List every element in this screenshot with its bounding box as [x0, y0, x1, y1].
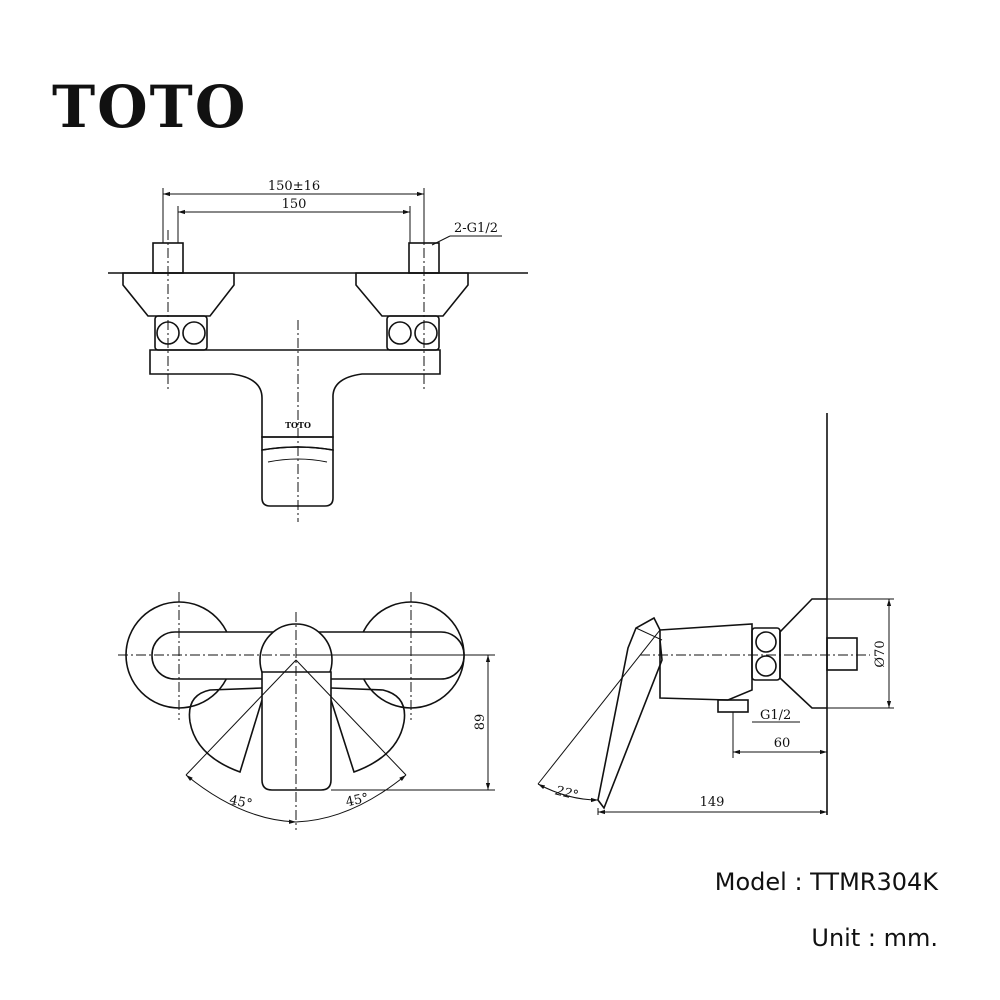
side-flange	[779, 598, 827, 709]
angle-ray-right	[295, 659, 407, 776]
angle-ray-handle	[537, 629, 661, 785]
side-body	[659, 623, 753, 701]
dimension-offset-label: 60	[774, 736, 791, 751]
side-view: 22° G1/2 60 149 Ø70	[537, 413, 894, 815]
unit-label: Unit : mm.	[811, 924, 938, 952]
side-outlet	[717, 699, 749, 713]
front-view: TOTO 150±16 150 2-G1/2	[108, 179, 528, 522]
angle-ray-left	[185, 659, 297, 776]
dimension-length-label: 149	[700, 795, 725, 810]
thread-label: G1/2	[760, 708, 791, 723]
handle-front	[261, 446, 334, 507]
dimension-overall-label: 150±16	[268, 179, 320, 194]
angle-arc-left	[185, 774, 297, 824]
dimension-depth-label: 89	[473, 714, 488, 731]
connection-label: 2-G1/2	[454, 221, 498, 236]
angle-handle-label: 22°	[553, 783, 580, 803]
angle-right-label: 45°	[344, 791, 370, 810]
angle-arc-handle	[537, 783, 599, 803]
right-union-nut	[386, 315, 440, 351]
angle-arc-right	[295, 774, 407, 823]
dimension-flange-label: Ø70	[873, 640, 888, 667]
side-inlet-pipe	[826, 637, 858, 671]
side-handle-lever	[597, 616, 663, 810]
left-escutcheon	[122, 272, 235, 317]
left-union-nut	[154, 315, 208, 351]
angle-left-label: 45°	[228, 793, 254, 812]
bottom-view: 45° 45° 89	[118, 592, 495, 830]
handle-outline-left	[188, 687, 263, 774]
right-escutcheon	[355, 272, 469, 317]
toto-logo: TOTO	[52, 73, 248, 141]
dimension-centers-label: 150	[282, 197, 307, 212]
handle-outline-right	[330, 687, 406, 774]
side-union-nut	[751, 627, 781, 681]
model-label: Model : TTMR304K	[714, 868, 938, 896]
